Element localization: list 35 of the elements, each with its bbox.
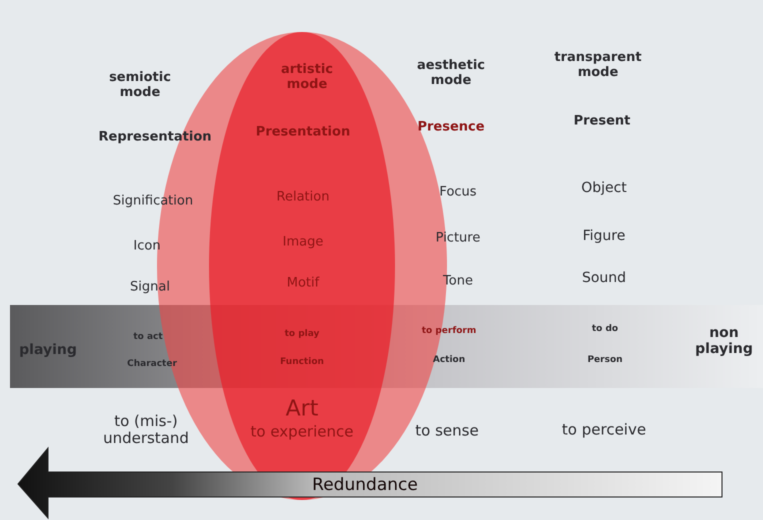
mode-term: Relation: [276, 190, 330, 206]
mode-term: Motif: [286, 276, 320, 292]
mode-term: Tone: [443, 274, 473, 290]
mode-term: Action: [432, 354, 466, 366]
mode-term: Present: [574, 114, 630, 130]
column-heading: artistic mode: [280, 63, 334, 93]
mode-term: Signification: [112, 194, 194, 210]
mode-term: to act: [133, 332, 163, 342]
mode-term: Focus: [439, 186, 477, 200]
column-heading: semiotic mode: [108, 71, 172, 101]
column-heading: aesthetic mode: [416, 59, 486, 89]
center-heading: Art: [286, 396, 318, 422]
mode-term: Function: [280, 356, 324, 368]
arrow-label: Redundance: [312, 476, 418, 496]
mode-term: to play: [284, 328, 320, 340]
mode-term: to perceive: [562, 421, 646, 439]
mode-term: Icon: [133, 240, 161, 254]
mode-term: Object: [581, 180, 627, 196]
mode-term: Person: [587, 354, 623, 366]
band-label: non playing: [694, 324, 754, 358]
mode-term: to (mis-) understand: [102, 412, 190, 448]
mode-term: Presentation: [256, 126, 350, 140]
mode-term: to do: [592, 324, 618, 334]
mode-term: to experience: [250, 423, 354, 441]
mode-term: Signal: [130, 280, 170, 296]
band-label: playing: [19, 342, 77, 358]
mode-term: to perform: [422, 326, 476, 336]
mode-term: Presence: [417, 120, 485, 136]
mode-term: Representation: [98, 130, 212, 146]
mode-term: Sound: [582, 270, 626, 286]
mode-term: Image: [282, 236, 324, 250]
mode-term: Picture: [436, 232, 480, 246]
mode-term: Figure: [582, 228, 626, 244]
column-heading: transparent mode: [553, 51, 643, 81]
mode-term: to sense: [415, 422, 479, 440]
